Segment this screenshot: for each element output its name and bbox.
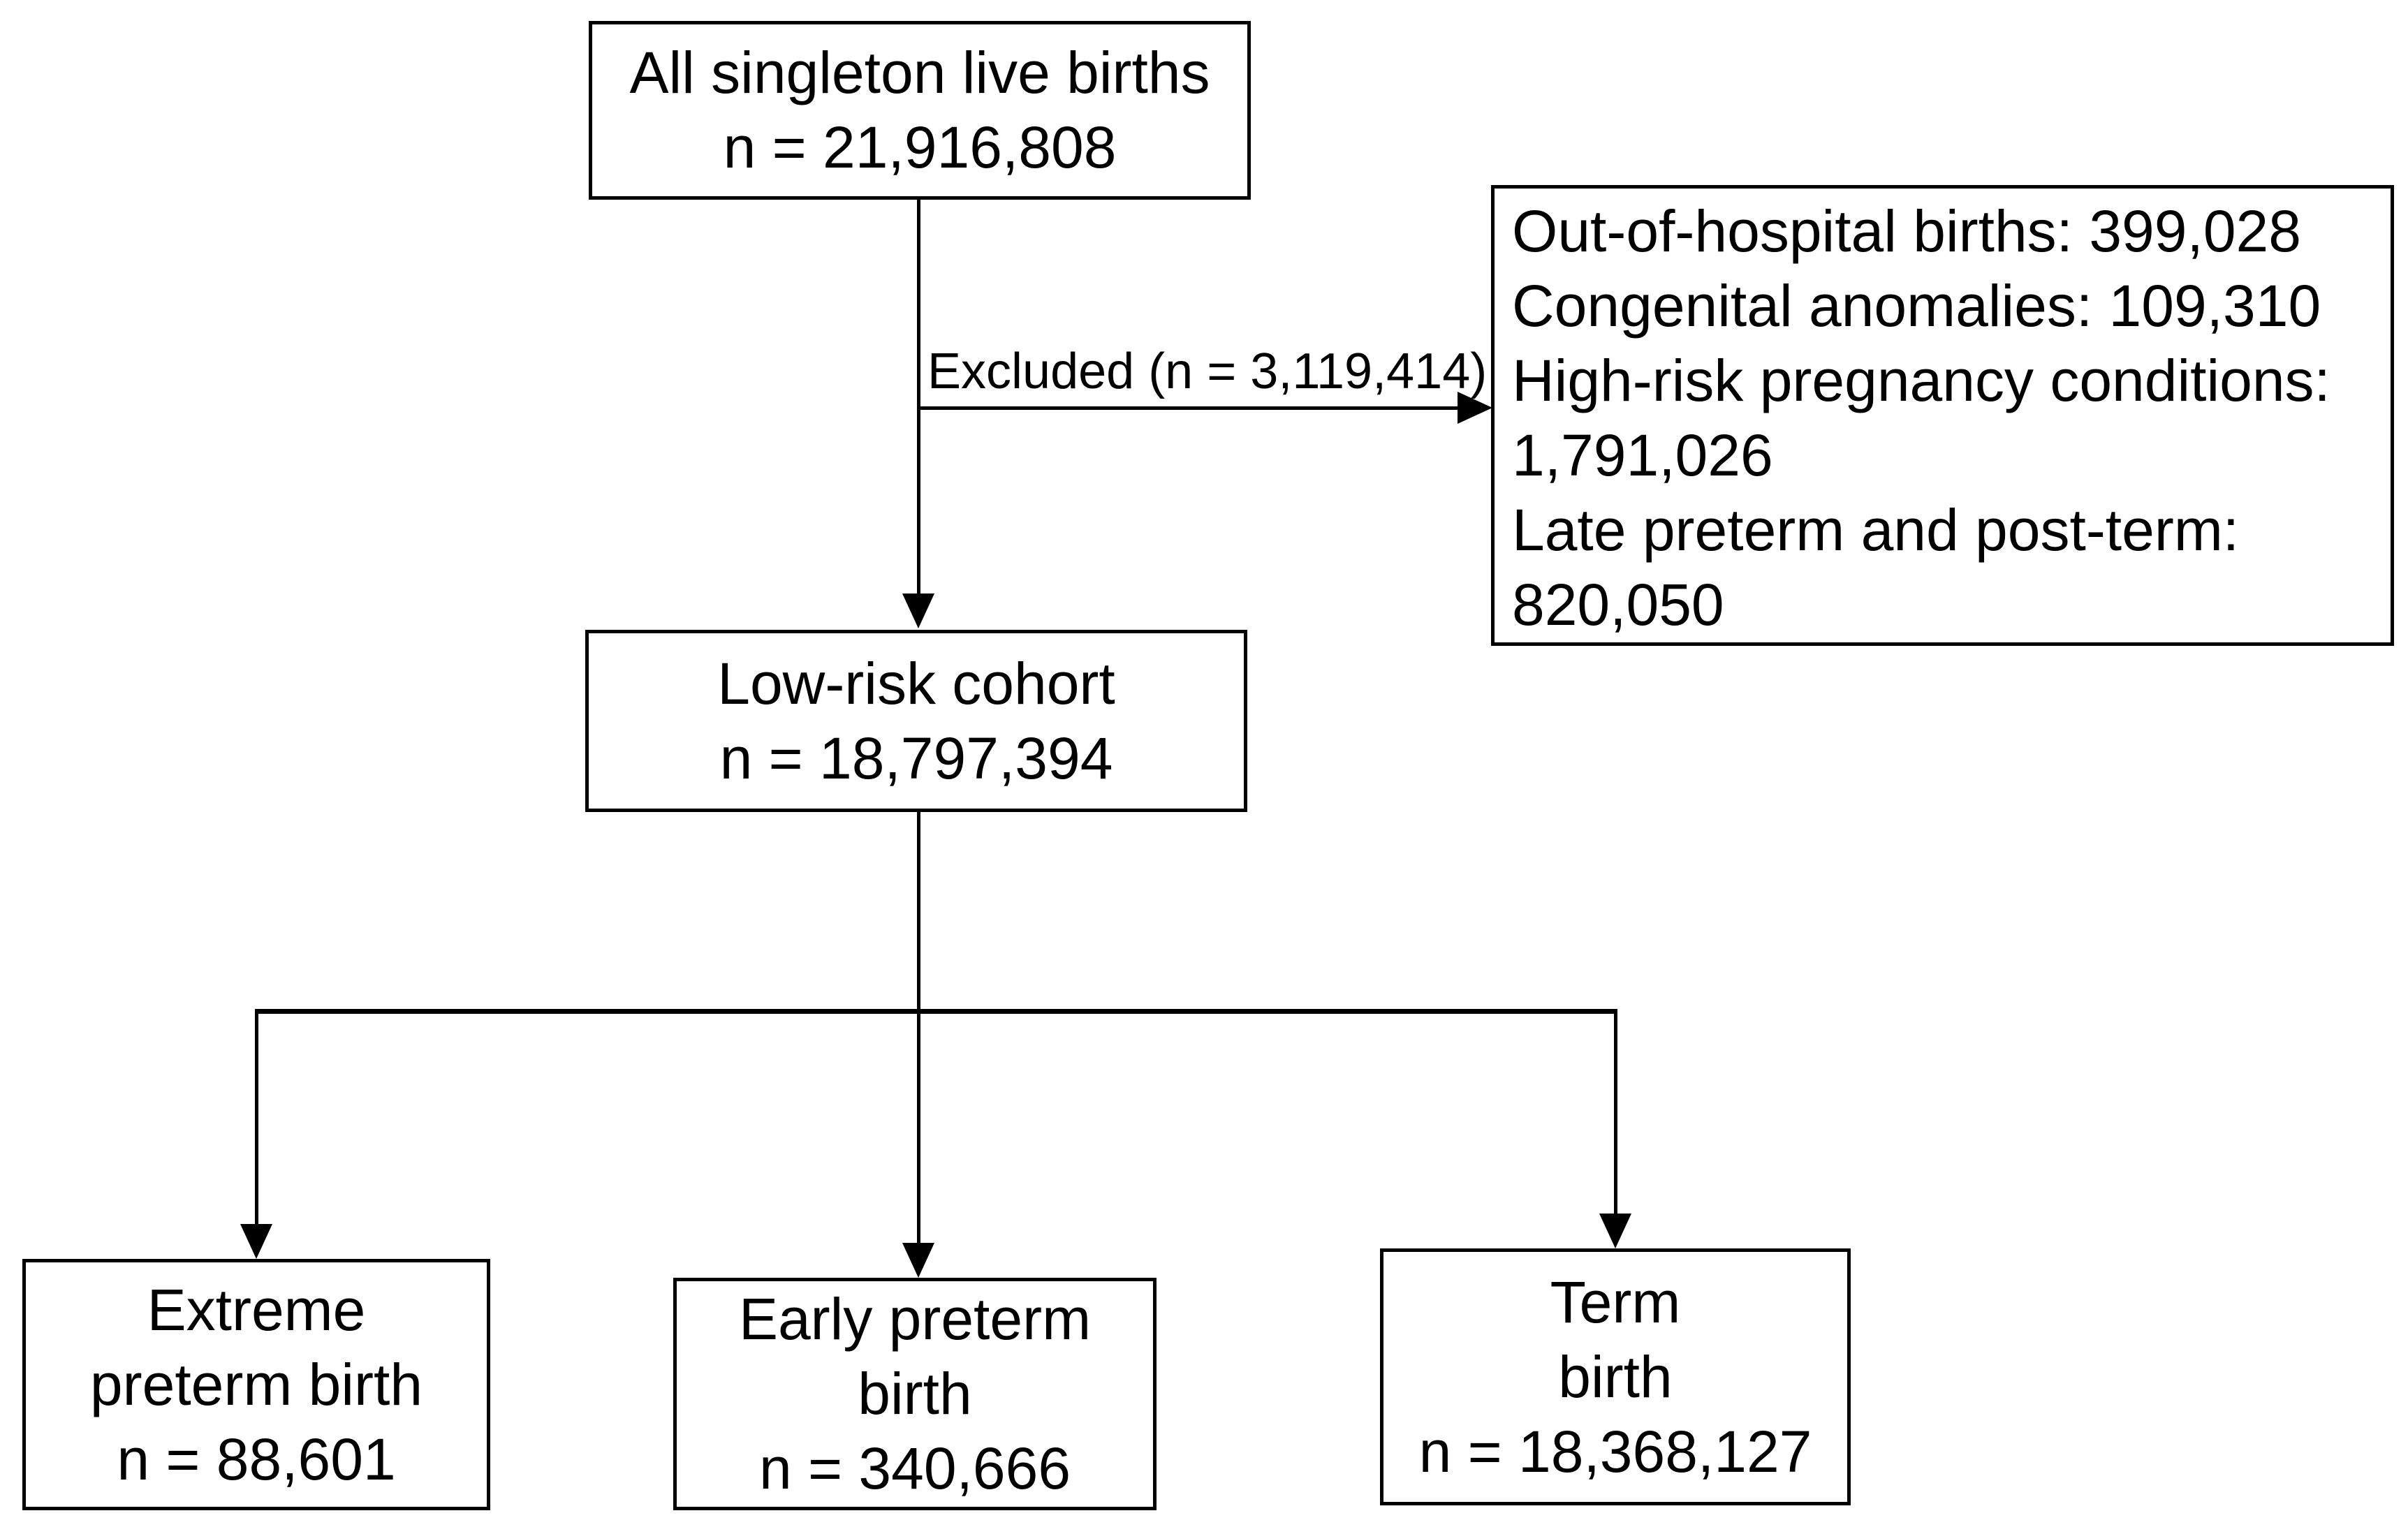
node-label: Term [1550,1269,1681,1335]
exclusion-line: 820,050 [1512,572,1724,637]
node-extreme-preterm-birth: Extreme preterm birth n = 88,601 [22,1259,490,1510]
node-count: n = 340,666 [758,1436,1071,1501]
exclusion-line: Out-of-hospital births: 399,028 [1512,198,2301,264]
arrowhead-to-term-icon [1599,1214,1631,1248]
branch-line [255,1009,1617,1014]
node-term-birth: Term birth n = 18,368,127 [1380,1248,1851,1505]
node-count: n = 18,797,394 [719,725,1113,791]
node-label: birth [1558,1343,1673,1410]
exclusion-line: 1,791,026 [1512,422,1773,488]
node-label: Low-risk cohort [717,650,1115,716]
node-exclusions: Out-of-hospital births: 399,028 Congenit… [1491,185,2394,646]
exclusion-line: High-risk pregnancy conditions: [1512,348,2330,413]
node-count: n = 21,916,808 [723,115,1117,180]
connector-excluded [917,406,1460,410]
arrowhead-to-exclusions-icon [1458,392,1492,424]
connector-top-to-cohort [917,200,920,595]
node-count: n = 88,601 [117,1426,396,1492]
connector-cohort-to-branch [917,812,920,1015]
connector-to-early-preterm [917,1011,920,1243]
exclusion-line: Congenital anomalies: 109,310 [1512,273,2321,339]
arrowhead-to-extreme-preterm-icon [240,1224,272,1259]
connector-to-extreme-preterm [255,1011,258,1224]
node-label: Extreme [147,1276,366,1343]
connector-to-term [1614,1011,1617,1214]
node-low-risk-cohort: Low-risk cohort n = 18,797,394 [585,630,1247,812]
node-label: All singleton live births [629,40,1210,105]
arrowhead-to-early-preterm-icon [902,1243,934,1278]
node-all-singleton-live-births: All singleton live births n = 21,916,808 [589,21,1251,200]
node-label: preterm birth [89,1351,423,1417]
node-early-preterm-birth: Early preterm birth n = 340,666 [673,1278,1157,1510]
exclusion-line: Late preterm and post-term: [1512,497,2240,563]
node-label: Early preterm [738,1286,1092,1352]
node-count: n = 18,368,127 [1418,1418,1812,1484]
arrowhead-to-cohort-icon [902,593,934,628]
excluded-edge-label: Excluded (n = 3,119,414) [927,344,1488,399]
node-label: birth [858,1361,972,1426]
